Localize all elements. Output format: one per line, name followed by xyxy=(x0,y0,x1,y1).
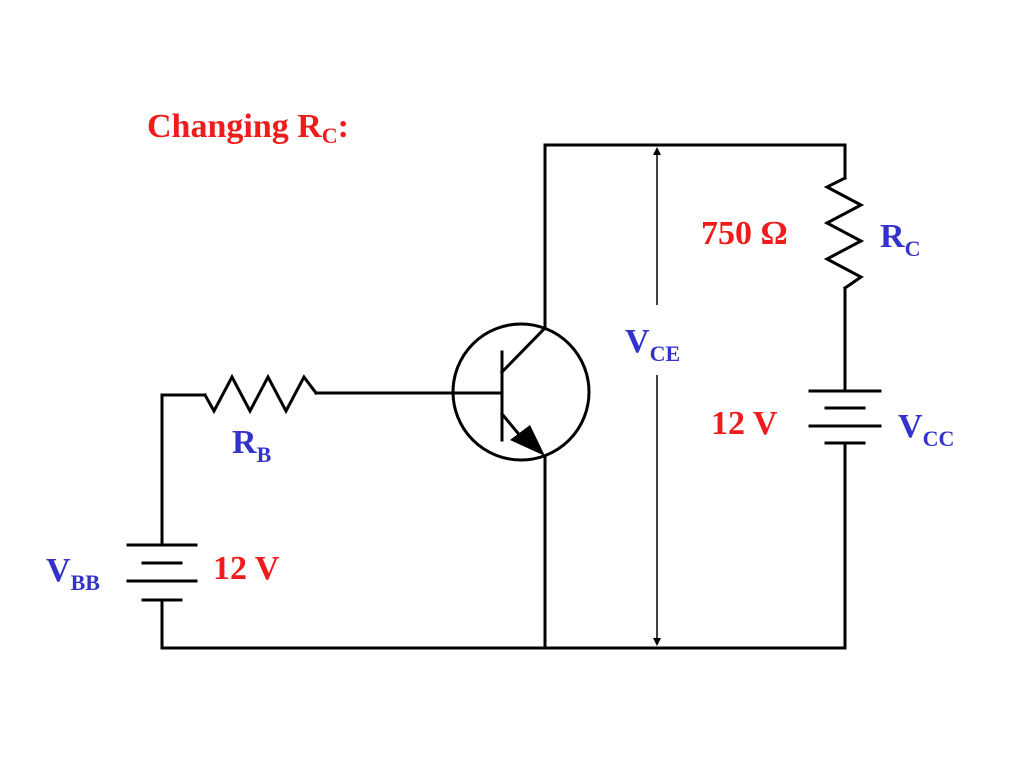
vcc-label: VCC xyxy=(898,408,954,451)
vce-label: VCE xyxy=(625,323,680,366)
npn-transistor xyxy=(451,322,591,462)
rb-resistor xyxy=(202,373,319,415)
vbb-battery xyxy=(126,543,198,602)
rc-value-label: 750 Ω xyxy=(701,215,788,252)
transistor-collector-lead xyxy=(499,325,548,375)
rc-resistor xyxy=(823,175,865,291)
top-wire xyxy=(543,143,847,180)
transistor-body xyxy=(451,322,591,462)
emitter-arrow-icon xyxy=(510,425,545,456)
slide-title: Changing RC: xyxy=(147,108,349,148)
vcc-battery xyxy=(808,389,882,445)
vbb-label: VBB xyxy=(46,552,100,595)
rb-label: RB xyxy=(232,424,272,467)
rc-label: RC xyxy=(880,218,920,261)
vcc-value-label: 12 V xyxy=(711,405,778,442)
vbb-value-label: 12 V xyxy=(213,550,280,587)
